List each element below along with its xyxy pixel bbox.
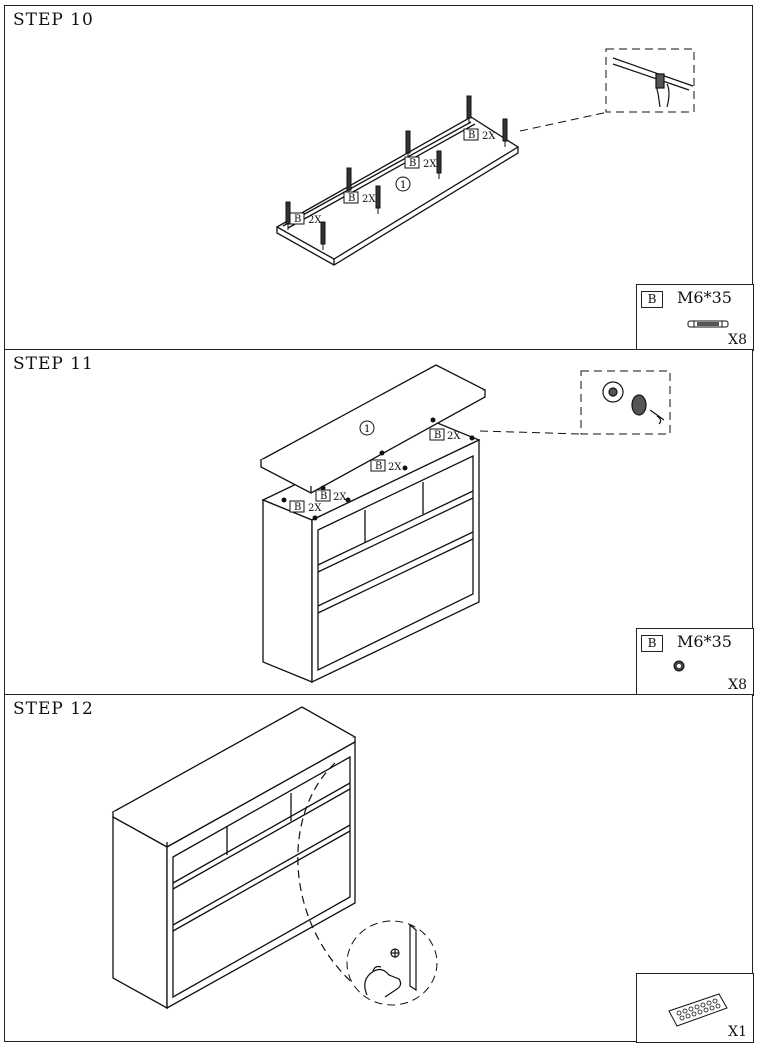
- part-qty: X8: [728, 332, 747, 348]
- dowel-icon: [687, 320, 729, 328]
- detail-magnifier: [346, 920, 438, 1006]
- step-10-panel: STEP 10 B: [4, 5, 754, 351]
- callout-code: B: [434, 430, 441, 441]
- dowel: [466, 95, 472, 124]
- step-title: STEP 10: [13, 10, 94, 30]
- parts-box: X1: [636, 973, 754, 1043]
- dowel: [320, 221, 326, 250]
- step-12-illustration: [111, 706, 438, 1010]
- part-spec: M6*35: [677, 288, 732, 307]
- callout-count: 2X: [308, 215, 322, 226]
- step-11-panel: STEP 11: [4, 349, 754, 696]
- callout-code: B: [348, 193, 355, 204]
- step-title: STEP 11: [13, 354, 94, 374]
- callout-code: B: [468, 130, 475, 141]
- cam-lock-icon: [673, 660, 685, 672]
- callout-code: B: [320, 491, 327, 502]
- callout-count: 2X: [423, 159, 437, 170]
- callout-code: B: [294, 502, 301, 513]
- parts-box: B M6*35 X8: [636, 628, 754, 696]
- part-code: B: [641, 635, 663, 652]
- callout-count: 2X: [333, 492, 347, 503]
- step-10-illustration: B 2X B 2X B 2X B 2X 1: [275, 48, 695, 266]
- callout-count: 2X: [308, 503, 322, 514]
- part-spec: M6*35: [677, 632, 732, 651]
- step-11-illustration: B 2X B 2X B 2X B 2X 1: [259, 364, 671, 684]
- panel-number: 1: [400, 180, 406, 191]
- part-qty: X8: [728, 677, 747, 693]
- detail-magnifier: [605, 48, 695, 113]
- dowel: [436, 150, 442, 179]
- callout-code: B: [294, 214, 301, 225]
- step-12-panel: STEP 12: [4, 694, 754, 1043]
- panel-number: 1: [364, 424, 370, 435]
- callout-count: 2X: [388, 462, 402, 473]
- dowel: [375, 185, 381, 214]
- part-code: B: [641, 291, 663, 308]
- felt-pads-sheet-icon: [668, 993, 728, 1027]
- step-title: STEP 12: [13, 699, 94, 719]
- dowel: [502, 118, 508, 147]
- callout-count: 2X: [362, 194, 376, 205]
- part-qty: X1: [728, 1024, 747, 1040]
- panel-number-circle: [359, 420, 375, 436]
- parts-box: B M6*35 X8: [636, 284, 754, 351]
- callout-code: B: [375, 461, 382, 472]
- callout-count: 2X: [447, 431, 461, 442]
- panel-number-circle: [395, 176, 411, 192]
- callout-code: B: [409, 158, 416, 169]
- detail-magnifier: [580, 370, 671, 435]
- callout-count: 2X: [482, 131, 496, 142]
